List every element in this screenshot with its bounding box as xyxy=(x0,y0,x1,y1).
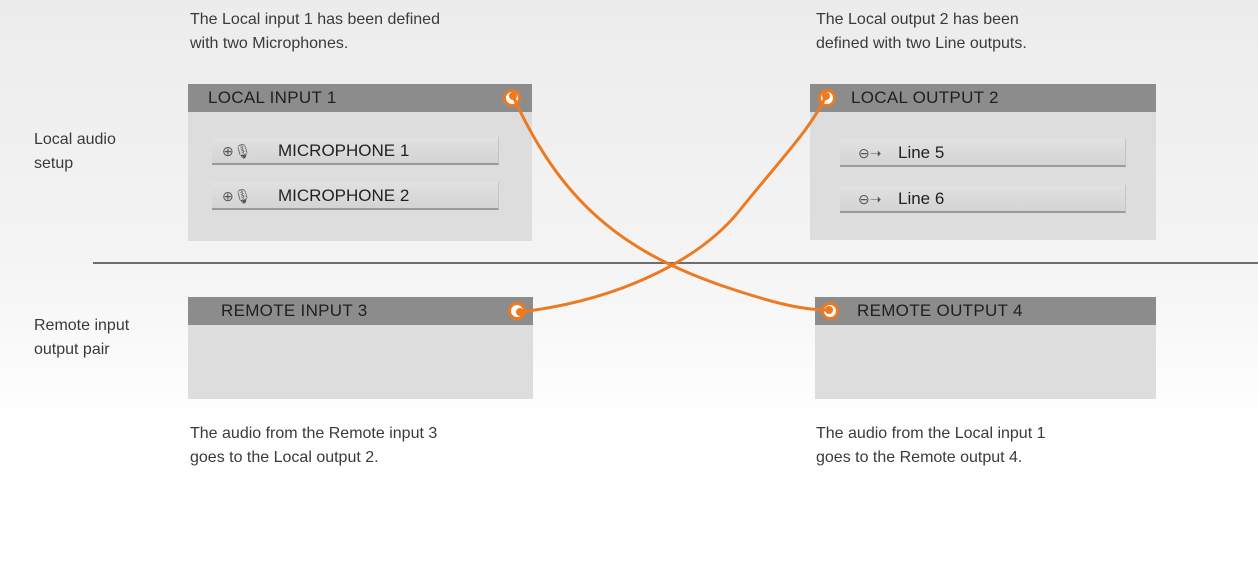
line-out-icon: ⊖➝ xyxy=(858,191,882,207)
microphone-icon: ⊕🎙 xyxy=(222,188,252,204)
wire-remote-input-3-to-local-output-2 xyxy=(518,94,828,314)
caption-local-input: The Local input 1 has been defined with … xyxy=(190,11,440,52)
channel-label: Line 6 xyxy=(898,189,945,208)
channel-line-6[interactable]: ⊖➝ Line 6 xyxy=(840,185,1126,213)
line-out-icon: ⊖➝ xyxy=(858,145,882,161)
remote-output-header: REMOTE OUTPUT 4 xyxy=(815,297,1156,325)
channel-microphone-1[interactable]: ⊕🎙 MICROPHONE 1 xyxy=(212,137,499,165)
local-output-connector-icon[interactable] xyxy=(818,89,836,107)
local-input-header: LOCAL INPUT 1 xyxy=(188,84,532,112)
local-output-panel: LOCAL OUTPUT 2 ⊖➝ Line 5 ⊖➝ Line 6 xyxy=(810,84,1156,240)
channel-line-5[interactable]: ⊖➝ Line 5 xyxy=(840,139,1126,167)
channel-label: MICROPHONE 1 xyxy=(278,141,410,160)
channel-label: MICROPHONE 2 xyxy=(278,186,410,205)
local-input-connector-icon[interactable] xyxy=(503,89,521,107)
remote-input-header: REMOTE INPUT 3 xyxy=(188,297,533,325)
section-divider xyxy=(93,262,1258,264)
remote-input-connector-icon[interactable] xyxy=(508,302,526,320)
caption-remote-output: The audio from the Local input 1 goes to… xyxy=(816,425,1046,466)
channel-microphone-2[interactable]: ⊕🎙 MICROPHONE 2 xyxy=(212,182,499,210)
local-output-title: LOCAL OUTPUT 2 xyxy=(851,88,999,107)
row-label-remote-pair: Remote input output pair xyxy=(34,317,130,358)
local-input-panel: LOCAL INPUT 1 ⊕🎙 MICROPHONE 1 ⊕🎙 MICROPH… xyxy=(188,84,532,241)
caption-local-output: The Local output 2 has been defined with… xyxy=(816,11,1027,52)
remote-output-title: REMOTE OUTPUT 4 xyxy=(857,301,1023,320)
wire-local-input-1-to-remote-output-4 xyxy=(511,94,831,312)
row-label-local-audio-setup: Local audio setup xyxy=(34,131,116,172)
remote-input-panel: REMOTE INPUT 3 xyxy=(188,297,533,399)
caption-remote-input: The audio from the Remote input 3 goes t… xyxy=(190,425,438,466)
channel-label: Line 5 xyxy=(898,143,945,162)
remote-output-panel: REMOTE OUTPUT 4 xyxy=(815,297,1156,399)
local-input-title: LOCAL INPUT 1 xyxy=(208,88,337,107)
local-output-header: LOCAL OUTPUT 2 xyxy=(810,84,1156,112)
remote-input-title: REMOTE INPUT 3 xyxy=(221,301,368,320)
remote-output-connector-icon[interactable] xyxy=(821,302,839,320)
microphone-icon: ⊕🎙 xyxy=(222,143,252,159)
